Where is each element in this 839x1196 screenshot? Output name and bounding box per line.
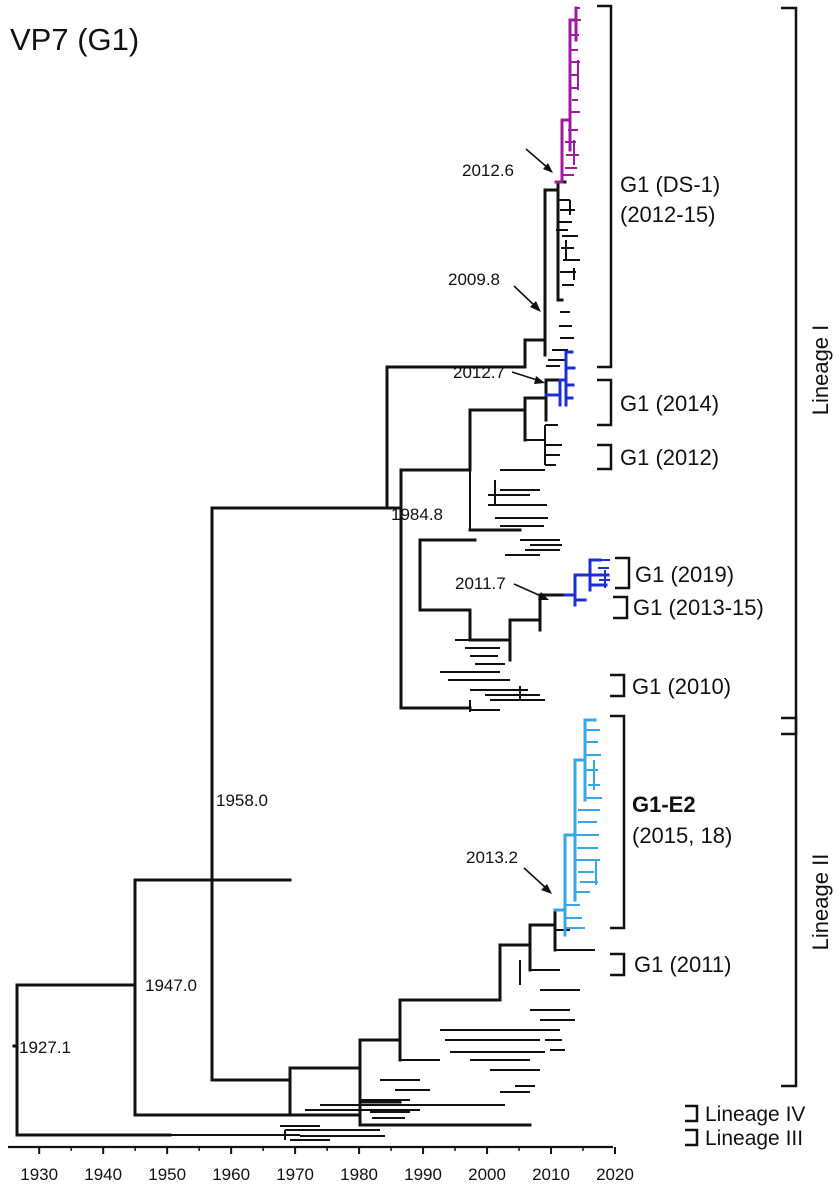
axis-tick-label: 1960 <box>212 1165 250 1184</box>
branch <box>298 1100 532 1127</box>
branch <box>523 180 567 369</box>
branch <box>210 878 557 1117</box>
arrow-2011-7 <box>513 583 542 597</box>
bracket-lineage-iii <box>685 1128 699 1147</box>
branch <box>468 378 562 472</box>
axis-tick-label: 1940 <box>84 1165 122 1184</box>
arrow-2013-2 <box>523 867 547 889</box>
node-label-2009-8: 2009.8 <box>448 270 500 289</box>
branch <box>546 199 580 367</box>
figure-title: VP7 (G1) <box>10 22 139 57</box>
branch <box>469 424 562 530</box>
lineage-label-iii: Lineage III <box>705 1127 803 1150</box>
bracket-2013-15 <box>613 595 629 620</box>
clade-label-ds1: G1 (DS-1) <box>620 172 720 197</box>
arrow-2012-7 <box>511 371 538 381</box>
branch <box>440 539 562 712</box>
branch <box>554 6 578 184</box>
clade-label-2013-15: G1 (2013-15) <box>633 595 764 620</box>
clade-label-2010: G1 (2010) <box>632 674 731 699</box>
clade-label-2019: G1 (2019) <box>635 562 734 587</box>
axis-tick-label: 1950 <box>148 1165 186 1184</box>
node-arrows <box>511 148 553 894</box>
axis-tick-label: 1980 <box>340 1165 378 1184</box>
branch <box>305 929 595 1111</box>
bracket-2014 <box>597 378 613 427</box>
time-axis-ticks: 1930 1940 1950 1960 1970 1980 1990 2000 2010 2020 <box>20 1147 634 1184</box>
branch <box>598 559 610 588</box>
arrow-2012-6 <box>525 148 549 169</box>
node-label-2012-7: 2012.7 <box>453 363 505 382</box>
branch <box>562 7 581 176</box>
bracket-2019 <box>615 556 631 590</box>
branch <box>133 878 302 1117</box>
bracket-g1-e2 <box>610 714 626 930</box>
node-label-1984: 1984.8 <box>391 505 443 524</box>
branch <box>385 365 527 710</box>
clade-years-ds1: (2012-15) <box>620 202 715 227</box>
bracket-2012 <box>597 443 613 471</box>
branch <box>563 558 610 607</box>
branch <box>565 729 602 929</box>
clade-label-g1-e2: G1-E2 <box>632 792 696 817</box>
bracket-lineage-iv <box>685 1104 699 1123</box>
axis-tick-label: 1990 <box>404 1165 442 1184</box>
arrow-2009-8 <box>513 285 536 307</box>
branch <box>12 983 172 1137</box>
bracket-lineage-ii <box>781 716 798 1088</box>
arrow-head-icon <box>543 163 553 173</box>
axis-tick-label: 1970 <box>276 1165 314 1184</box>
node-label-2012-6: 2012.6 <box>462 161 514 180</box>
lineage-label-ii: Lineage II <box>808 854 833 951</box>
clade-brackets <box>597 4 798 1147</box>
axis-tick-label: 2000 <box>468 1165 506 1184</box>
arrow-head-icon <box>534 376 545 384</box>
clade-label-2014: G1 (2014) <box>620 391 719 416</box>
bracket-ds1 <box>597 4 613 369</box>
node-label-2013-2: 2013.2 <box>466 848 518 867</box>
branch <box>553 718 597 937</box>
branch <box>544 350 576 407</box>
bracket-lineage-i <box>781 6 798 736</box>
clade-label-2012: G1 (2012) <box>620 445 719 470</box>
tree-branches <box>12 6 610 1141</box>
node-label-2011-7: 2011.7 <box>455 574 506 593</box>
axis-tick-label: 2010 <box>532 1165 570 1184</box>
node-label-1947: 1947.0 <box>145 976 197 995</box>
node-label-1927: 1927.1 <box>19 1038 71 1057</box>
arrow-head-icon <box>530 301 541 312</box>
clade-label-2011: G1 (2011) <box>634 952 731 977</box>
clade-years-g1-e2: (2015, 18) <box>632 823 732 848</box>
axis-tick-label: 2020 <box>596 1165 634 1184</box>
branch <box>170 1111 410 1141</box>
bracket-2010 <box>610 673 626 698</box>
arrow-head-icon <box>538 592 549 600</box>
arrow-head-icon <box>541 884 552 894</box>
lineage-label-iv: Lineage IV <box>705 1103 805 1126</box>
lineage-label-i: Lineage I <box>808 325 833 416</box>
node-label-1958: 1958.0 <box>216 791 268 810</box>
branch <box>210 506 389 882</box>
bracket-2011 <box>610 952 626 977</box>
axis-tick-label: 1930 <box>20 1165 58 1184</box>
